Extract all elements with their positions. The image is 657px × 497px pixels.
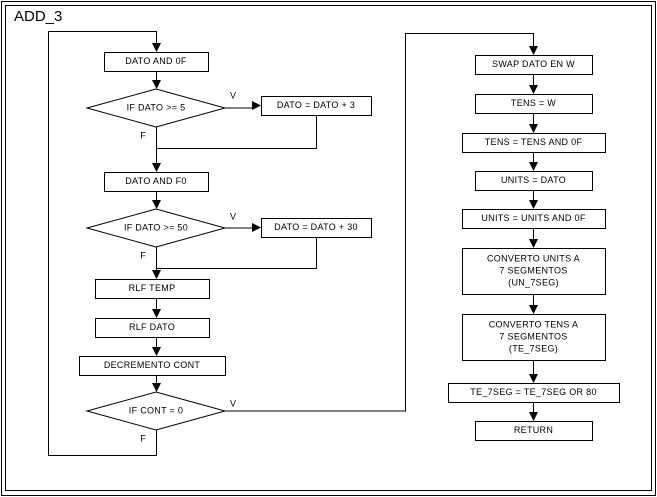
process-shape	[462, 314, 606, 361]
process-shape	[475, 94, 593, 114]
flow-node-label: TENS = W	[511, 98, 556, 108]
arrowhead-into-swap-dato-en-w	[529, 46, 538, 55]
process-shape	[475, 171, 593, 191]
decision-shape	[85, 88, 227, 128]
arrowhead-into-return	[529, 412, 538, 421]
flow-node-n4[interactable]: DATO AND F0	[104, 172, 209, 192]
process-shape	[462, 133, 606, 153]
arrowhead-into-tens-eq-w	[529, 85, 538, 94]
process-shape	[462, 248, 606, 295]
flow-node-label: RLF DATO	[129, 322, 175, 332]
flow-node-label: UNITS = DATO	[501, 175, 566, 185]
flow-node-n19[interactable]: RETURN	[475, 421, 593, 441]
diagram-title: ADD_3	[14, 8, 62, 25]
arrowhead-into-if-cont-eq-0	[152, 383, 161, 392]
flow-node-label: DATO = DATO + 30	[274, 222, 358, 232]
frame-inner-border	[5, 5, 652, 491]
flow-node-label: DATO = DATO + 3	[277, 100, 355, 110]
flow-node-n3[interactable]: DATO = DATO + 3	[261, 96, 372, 116]
flow-node-label: DATO AND F0	[125, 176, 186, 186]
arrowhead-into-converto-units	[529, 239, 538, 248]
edge-if-cont-true-to-right-column	[225, 33, 534, 412]
process-shape	[462, 209, 606, 229]
branch-label-b4: F	[140, 250, 146, 260]
nodes-layer: DATO AND 0F IF DATO >= 5 DATO = DATO + 3 DA…	[79, 52, 620, 441]
process-shape	[448, 383, 620, 403]
arrowhead-into-decremento-cont	[152, 347, 161, 356]
arrowhead-into-if-dato-ge-5	[152, 80, 161, 89]
flow-node-n12[interactable]: TENS = W	[475, 94, 593, 114]
flow-node-n17[interactable]: CONVERTO TENS A 7 SEGMENTOS (TE_7SEG)	[462, 314, 606, 361]
flow-node-label: IF DATO >= 50	[124, 222, 188, 232]
flow-node-n5[interactable]: IF DATO >= 50	[85, 208, 227, 248]
arrowhead-into-units-eq-dato	[529, 162, 538, 171]
flow-node-label: (TE_7SEG)	[509, 343, 558, 353]
flow-node-label: IF CONT = 0	[129, 405, 183, 415]
flow-node-label: SWAP DATO EN W	[492, 59, 575, 69]
branch-label-b3: V	[230, 211, 236, 221]
decision-shape	[85, 391, 227, 431]
flow-node-n2[interactable]: IF DATO >= 5	[85, 88, 227, 128]
arrowhead-into-units-and-0f	[529, 200, 538, 209]
flow-node-label: IF DATO >= 5	[127, 102, 186, 112]
process-shape	[95, 279, 210, 299]
arrowhead-into-if-dato-ge-50	[152, 200, 161, 209]
process-shape	[79, 356, 226, 376]
arrowhead-into-te7seg-or-80	[529, 374, 538, 383]
flow-node-label: (UN_7SEG)	[508, 277, 559, 287]
flow-node-n14[interactable]: UNITS = DATO	[475, 171, 593, 191]
flow-node-label: UNITS = UNITS AND 0F	[481, 213, 585, 223]
flow-node-label: 7 SEGMENTOS	[499, 265, 567, 275]
flow-node-label: TENS = TENS AND 0F	[485, 137, 583, 147]
branch-label-b2: F	[140, 130, 146, 140]
decision-shape	[85, 208, 227, 248]
arrowhead-into-dato-plus-30	[252, 223, 261, 232]
flow-node-label: DECREMENTO CONT	[104, 360, 201, 370]
process-shape	[104, 52, 209, 72]
edge-dato-plus-3-merge	[156, 115, 317, 149]
flow-node-n13[interactable]: TENS = TENS AND 0F	[462, 133, 606, 153]
process-shape	[475, 55, 593, 75]
arrowhead-into-dato-and-0f	[152, 43, 161, 52]
edge-if-cont-false-loopback	[48, 31, 157, 456]
flow-node-n7[interactable]: RLF TEMP	[95, 279, 210, 299]
branch-label-b6: F	[140, 433, 146, 443]
branch-label-b1: V	[230, 90, 236, 100]
flow-node-n1[interactable]: DATO AND 0F	[104, 52, 209, 72]
arrowhead-into-converto-tens	[529, 305, 538, 314]
flow-node-n11[interactable]: SWAP DATO EN W	[475, 55, 593, 75]
process-shape	[104, 172, 209, 192]
flow-node-label: 7 SEGMENTOS	[499, 331, 567, 341]
flow-node-n9[interactable]: DECREMENTO CONT	[79, 356, 226, 376]
arrowhead-into-tens-and-0f	[529, 124, 538, 133]
edge-dato-plus-30-merge	[156, 237, 317, 269]
process-shape	[475, 421, 593, 441]
process-shape	[261, 96, 372, 116]
edge-loop-top-rail	[48, 31, 157, 46]
flow-node-n8[interactable]: RLF DATO	[95, 318, 210, 338]
flow-node-label: CONVERTO TENS A	[489, 319, 579, 329]
flow-node-label: RETURN	[514, 425, 553, 435]
arrowhead-into-rlf-temp	[152, 270, 161, 279]
connectors-group	[48, 31, 538, 456]
branch-labels-layer: V F V F V F	[140, 90, 236, 443]
flow-node-label: DATO AND 0F	[125, 56, 187, 66]
flow-node-n16[interactable]: CONVERTO UNITS A 7 SEGMENTOS (UN_7SEG)	[462, 248, 606, 295]
process-shape	[261, 218, 372, 238]
flow-node-n15[interactable]: UNITS = UNITS AND 0F	[462, 209, 606, 229]
arrowhead-into-dato-and-f0	[152, 163, 161, 172]
flow-node-label: TE_7SEG = TE_7SEG OR 80	[470, 387, 597, 397]
flow-node-n18[interactable]: TE_7SEG = TE_7SEG OR 80	[448, 383, 620, 403]
flow-node-label: RLF TEMP	[129, 283, 176, 293]
branch-label-b5: V	[230, 398, 236, 408]
arrowhead-into-dato-plus-3	[252, 101, 261, 110]
flow-node-label: CONVERTO UNITS A	[487, 253, 580, 263]
flow-node-n6[interactable]: DATO = DATO + 30	[261, 218, 372, 238]
process-shape	[95, 318, 210, 338]
flow-node-n10[interactable]: IF CONT = 0	[85, 391, 227, 431]
arrowhead-into-rlf-dato	[152, 309, 161, 318]
